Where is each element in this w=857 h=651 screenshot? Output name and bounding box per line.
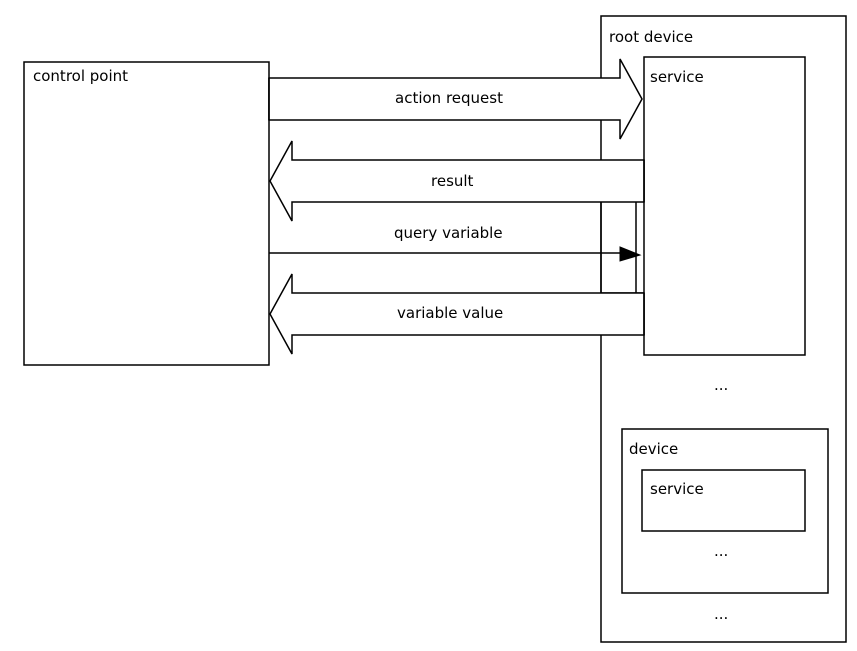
root-device-label: root device bbox=[609, 28, 693, 46]
root-ellipsis: ... bbox=[714, 376, 728, 394]
control-point-box bbox=[23, 61, 270, 366]
embedded-service-label: service bbox=[650, 480, 704, 498]
bottom-ellipsis: ... bbox=[714, 605, 728, 623]
root-service-label: service bbox=[650, 68, 704, 86]
result-arrow bbox=[269, 140, 645, 222]
action-request-arrow bbox=[268, 58, 643, 140]
variable-value-arrow bbox=[269, 273, 645, 355]
query-variable-label: query variable bbox=[394, 224, 503, 242]
variable-value-label: variable value bbox=[397, 304, 503, 322]
query-variable-arrowhead bbox=[619, 246, 642, 262]
embedded-device-label: device bbox=[629, 440, 678, 458]
root-service-box bbox=[643, 56, 806, 356]
control-point-label: control point bbox=[33, 67, 128, 85]
action-request-label: action request bbox=[395, 89, 503, 107]
result-label: result bbox=[431, 172, 474, 190]
embedded-ellipsis: ... bbox=[714, 542, 728, 560]
embedded-service-box bbox=[641, 469, 806, 532]
